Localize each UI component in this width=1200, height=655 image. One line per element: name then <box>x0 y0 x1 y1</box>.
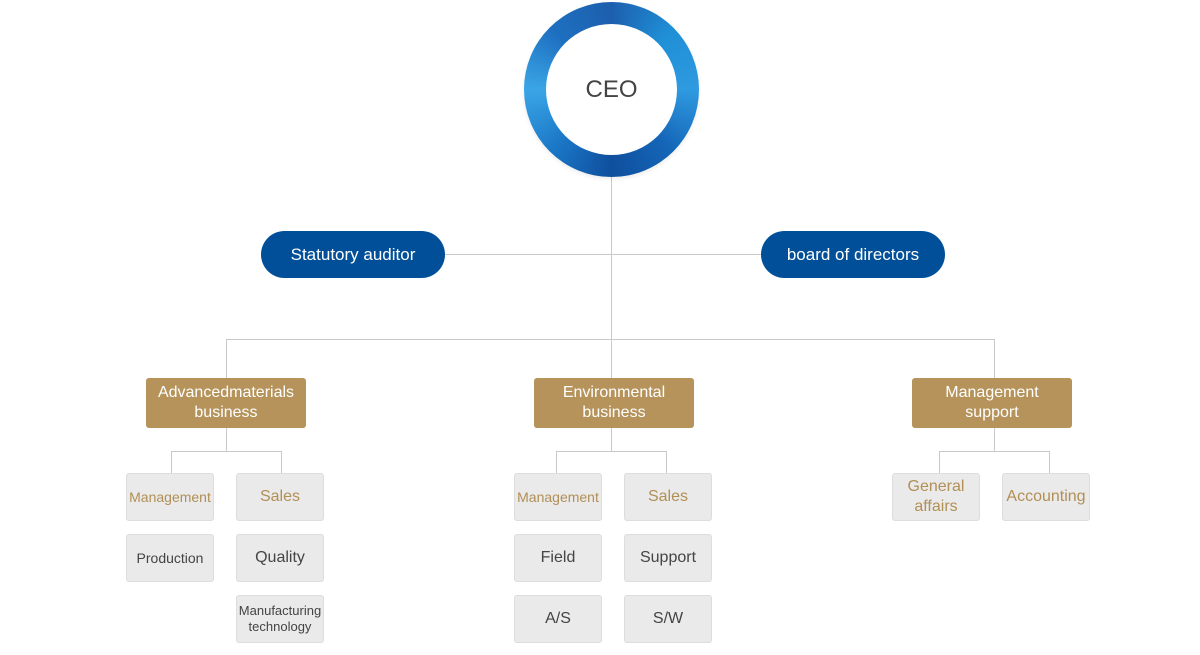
div2-sub-drop <box>611 428 612 451</box>
division-title-line1: Advancedmaterials <box>157 384 295 401</box>
unit-production: Production <box>126 534 214 582</box>
division-title-line2: business <box>194 404 258 421</box>
div2-sub-left <box>556 451 557 473</box>
div2-sub-bus <box>556 451 666 452</box>
advisory-connector <box>445 254 761 255</box>
div3-sub-drop <box>994 428 995 451</box>
div3-sub-right <box>1049 451 1050 473</box>
division-title-line2: business <box>582 404 646 421</box>
div1-sub-left <box>171 451 172 473</box>
division-title-line2: support <box>965 404 1019 421</box>
division-management-support: Management support <box>912 378 1072 428</box>
division-title-line1: Management <box>945 384 1039 401</box>
div2-sub-right <box>666 451 667 473</box>
unit-accounting: Accounting <box>1002 473 1090 521</box>
division-2-drop <box>611 339 612 378</box>
division-title-line1: Environmental <box>562 384 666 401</box>
division-advanced-materials: Advancedmaterials business <box>146 378 306 428</box>
unit-management: Management <box>126 473 214 521</box>
div3-sub-bus <box>939 451 1049 452</box>
unit-sw: S/W <box>624 595 712 643</box>
ceo-connector <box>611 177 612 340</box>
div1-sub-drop <box>226 428 227 451</box>
unit-quality: Quality <box>236 534 324 582</box>
unit-sales: Sales <box>236 473 324 521</box>
unit-support: Support <box>624 534 712 582</box>
division-environmental: Environmental business <box>534 378 694 428</box>
statutory-auditor-node: Statutory auditor <box>261 231 445 278</box>
unit-manufacturing-technology: Manufacturing technology <box>236 595 324 643</box>
division-1-drop <box>226 339 227 378</box>
div1-sub-right <box>281 451 282 473</box>
ceo-node: CEO <box>524 2 699 177</box>
ceo-label: CEO <box>546 24 677 155</box>
div3-sub-left <box>939 451 940 473</box>
unit-general-affairs: General affairs <box>892 473 980 521</box>
division-3-drop <box>994 339 995 378</box>
unit-sales: Sales <box>624 473 712 521</box>
unit-management: Management <box>514 473 602 521</box>
division-bus <box>226 339 995 340</box>
div1-sub-bus <box>171 451 281 452</box>
unit-as: A/S <box>514 595 602 643</box>
unit-field: Field <box>514 534 602 582</box>
board-of-directors-node: board of directors <box>761 231 945 278</box>
